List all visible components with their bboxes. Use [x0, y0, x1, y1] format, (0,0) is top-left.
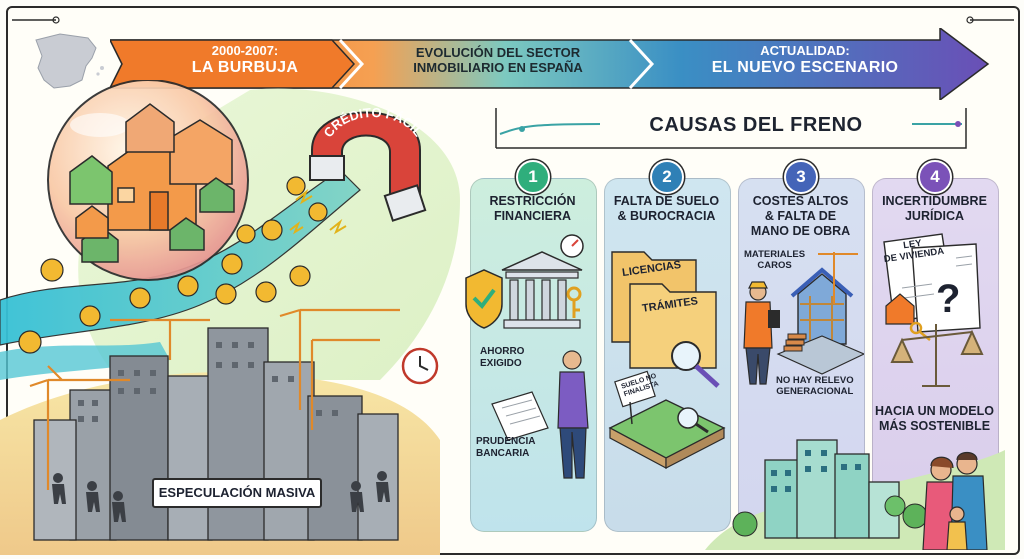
svg-text:?: ? — [936, 277, 960, 321]
causes-title: CAUSAS DEL FRENO — [600, 112, 912, 139]
key-icon — [566, 286, 582, 302]
cause-number-2: 2 — [650, 160, 684, 194]
document-icon — [491, 391, 549, 441]
banner-center-line2: INMOBILIARIO EN ESPAÑA — [413, 59, 583, 75]
bank-icon — [501, 251, 583, 271]
sustainable-city-illustration — [705, 439, 1005, 550]
stage1-title: LA BURBUJA — [191, 58, 299, 76]
house-icon — [885, 293, 915, 325]
legal-illustration: ? — [883, 233, 984, 387]
person-figure — [557, 371, 589, 429]
stage2-title: EL NUEVO ESCENARIO — [711, 58, 899, 76]
family-figure — [922, 451, 988, 550]
magnet-label: CRÉDITO FÁCIL — [320, 105, 426, 140]
folders-illustration — [608, 251, 726, 470]
banner-center-line1: EVOLUCIÓN DEL SECTOR — [415, 45, 581, 60]
bank-illustration — [465, 234, 589, 479]
shield-icon — [465, 269, 503, 329]
coins-icon — [18, 176, 328, 354]
cause-number-1: 1 — [516, 160, 550, 194]
corner-ornament — [12, 16, 60, 24]
causes-title-line — [495, 108, 967, 149]
timeline-banner — [110, 28, 990, 100]
cause-title-2: FALTA DE SUELO& BUROCRACIA — [613, 194, 720, 223]
sign-icon — [614, 370, 656, 408]
magnet-icon — [309, 111, 427, 222]
stage2-label: ACTUALIDAD: — [760, 43, 850, 58]
bubble-scene — [0, 80, 460, 555]
construction-illustration — [743, 252, 864, 385]
magnifier-icon — [671, 341, 701, 371]
worker-figure — [743, 301, 773, 349]
corner-ornament — [966, 16, 1014, 24]
speculation-sign: ESPECULACIÓN MASIVA — [152, 478, 322, 508]
stage1-years: 2000-2007: — [211, 43, 279, 58]
cause-number-4: 4 — [918, 160, 952, 194]
spain-map-icon — [35, 33, 104, 89]
cause-number-3: 3 — [784, 160, 818, 194]
svg-text:CRÉDITO FÁCIL: CRÉDITO FÁCIL — [320, 105, 426, 140]
scale-icon — [890, 324, 984, 387]
